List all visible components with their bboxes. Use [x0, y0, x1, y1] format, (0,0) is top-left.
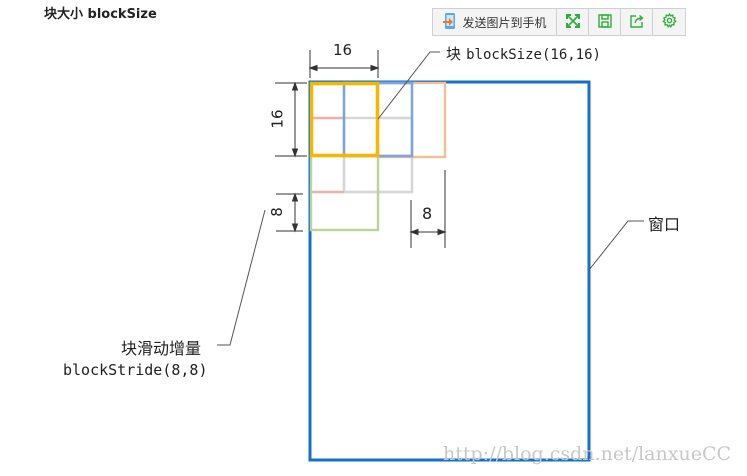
stride-label-en: blockStride(8,8) [63, 361, 208, 379]
image-toolbar: 发送图片到手机 [432, 8, 686, 36]
save-icon [597, 13, 612, 32]
send-to-phone-button[interactable]: 发送图片到手机 [433, 9, 557, 35]
gold-block [309, 81, 380, 158]
right-stride-dimension [409, 170, 447, 248]
left-height-value: 16 [268, 109, 287, 129]
window-rect [308, 80, 591, 462]
watermark: http://blog.csdn.net/lanxueCC [443, 443, 732, 465]
pink-block [310, 116, 344, 194]
stride-label-cn: 块滑动增量 [121, 339, 202, 358]
top-width-value: 16 [333, 41, 353, 59]
gear-icon [661, 12, 677, 32]
block-label-cn: 块 [446, 45, 462, 63]
left-stride-value: 8 [267, 207, 286, 217]
right-stride-value: 8 [422, 204, 433, 223]
save-button[interactable] [589, 9, 621, 35]
left-height-dimension [275, 81, 307, 158]
phone-send-icon [442, 12, 458, 33]
fullscreen-button[interactable] [557, 9, 589, 35]
window-label: 窗口 [648, 215, 681, 234]
leader-lines [217, 51, 644, 346]
send-to-phone-label: 发送图片到手机 [462, 15, 547, 30]
block-label-en: blockSize(16,16) [466, 47, 601, 63]
share-button[interactable] [621, 9, 653, 35]
settings-button[interactable] [653, 9, 685, 35]
top-dimension [308, 50, 380, 78]
block-label: 块 blockSize(16,16) [446, 43, 601, 64]
page-title: 块大小 blockSize [44, 7, 157, 22]
expand-icon [565, 13, 580, 32]
left-stride-dimension [276, 192, 303, 233]
share-icon [629, 13, 644, 32]
